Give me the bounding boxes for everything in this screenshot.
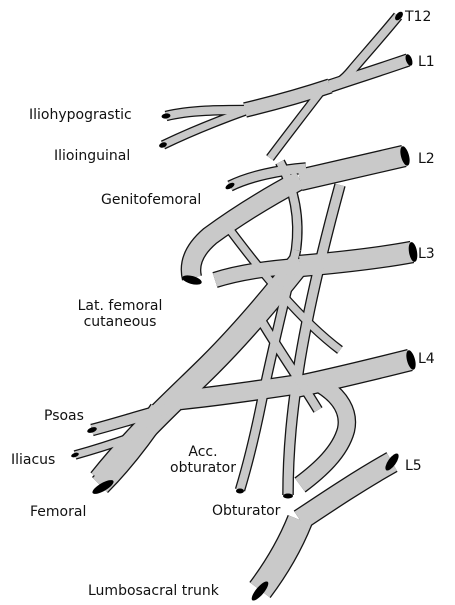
root-label-l4: L4 (418, 351, 435, 367)
label-lumbosacral-trunk: Lumbosacral trunk (88, 583, 219, 599)
l2-root (300, 156, 404, 180)
obturator-cut-end (283, 494, 293, 499)
root-label-l1: L1 (418, 54, 435, 70)
l1-root (330, 60, 408, 86)
label-femoral: Femoral (30, 504, 86, 520)
acc-obturator-cut-end (236, 489, 244, 494)
label-lat-femoral-line2: cutaneous (60, 314, 180, 330)
label-acc-obturator: Acc. obturator (158, 444, 248, 476)
label-iliohypogastric: Iliohypograstic (29, 107, 132, 123)
label-ilioinguinal: Ilioinguinal (54, 148, 130, 164)
label-genitofemoral: Genitofemoral (101, 192, 201, 208)
label-iliacus: Iliacus (11, 452, 55, 468)
lumbosacral-trunk (260, 520, 300, 590)
root-label-l2: L2 (418, 151, 435, 167)
label-acc-obturator-line2: obturator (158, 460, 248, 476)
label-lat-femoral-cutaneous: Lat. femoral cutaneous (60, 298, 180, 330)
label-psoas: Psoas (44, 408, 84, 424)
label-acc-obturator-line1: Acc. (158, 444, 248, 460)
root-label-t12: T12 (405, 9, 431, 25)
root-label-l5: L5 (405, 458, 422, 474)
label-obturator: Obturator (212, 503, 280, 519)
root-label-l3: L3 (418, 246, 435, 262)
label-lat-femoral-line1: Lat. femoral (60, 298, 180, 314)
